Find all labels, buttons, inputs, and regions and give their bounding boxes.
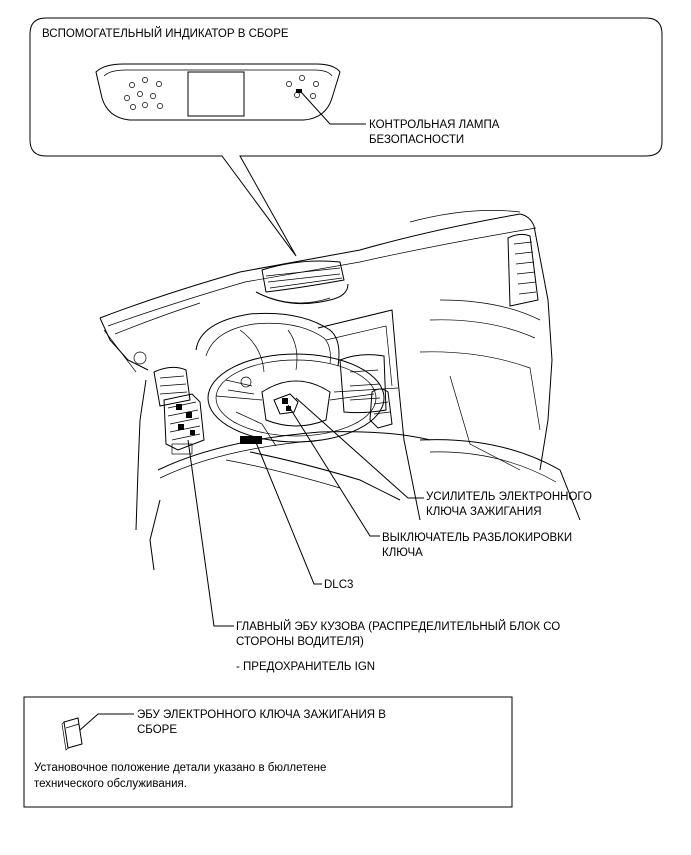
main-body-ecu-on-dash <box>163 393 205 455</box>
dlc3-leader <box>254 439 322 585</box>
unlock-switch-label-line2: КЛЮЧА <box>382 547 423 559</box>
lamp-label-line2: БЕЗОПАСНОСТИ <box>369 134 464 146</box>
display-screen <box>187 71 245 117</box>
leader-lines <box>187 397 424 627</box>
ecu-label-line2: СБОРЕ <box>137 724 177 736</box>
ignition-switch-parts <box>273 393 299 415</box>
dlc3-label: DLC3 <box>324 579 353 591</box>
auxiliary-indicator-panel <box>95 63 341 121</box>
left-button-cluster <box>124 77 163 110</box>
amplifier-label-line1: УСИЛИТЕЛЬ ЭЛЕКТРОННОГО <box>426 491 592 503</box>
main-body-ecu-leader <box>187 439 234 627</box>
unlock-switch-leader <box>287 404 380 537</box>
auxiliary-indicator-on-dash <box>255 260 349 305</box>
auxiliary-indicator-callout: ВСПОМОГАТЕЛЬНЫЙ ИНДИКАТОР В СБОРЕ КОНТРО… <box>29 17 663 257</box>
main-body-ecu-label-line2: СТОРОНЫ ВОДИТЕЛЯ) <box>236 636 364 648</box>
amplifier-leader <box>295 397 424 499</box>
part-labels: УСИЛИТЕЛЬ ЭЛЕКТРОННОГО КЛЮЧА ЗАЖИГАНИЯ В… <box>236 491 592 673</box>
dlc3-connector-on-dash <box>240 436 262 444</box>
ecu-note-box: ЭБУ ЭЛЕКТРОННОГО КЛЮЧА ЗАЖИГАНИЯ В СБОРЕ… <box>23 696 513 808</box>
main-body-ecu-label-line1: ГЛАВНЫЙ ЭБУ КУЗОВА (РАСПРЕДЕЛИТЕЛЬНЫЙ БЛ… <box>236 620 560 633</box>
note-text-line2: технического обслуживания. <box>34 778 187 790</box>
amplifier-label-line2: КЛЮЧА ЗАЖИГАНИЯ <box>426 506 542 518</box>
ecu-leader <box>79 713 134 731</box>
security-indicator-lamp <box>296 89 302 93</box>
smart-key-ecu-icon <box>61 717 83 751</box>
unlock-switch-label-line1: ВЫКЛЮЧАТЕЛЬ РАЗБЛОКИРОВКИ <box>382 532 572 544</box>
right-button-cluster <box>286 75 319 99</box>
callout-title: ВСПОМОГАТЕЛЬНЫЙ ИНДИКАТОР В СБОРЕ <box>42 27 289 40</box>
ecu-label-line1: ЭБУ ЭЛЕКТРОННОГО КЛЮЧА ЗАЖИГАНИЯ В <box>137 709 386 721</box>
note-box-frame <box>23 696 513 808</box>
callout-box-frame <box>29 17 663 257</box>
note-text-line1: Установочное положение детали указано в … <box>34 762 326 774</box>
dashboard-illustration <box>99 210 581 571</box>
fuse-label: - ПРЕДОХРАНИТЕЛЬ IGN <box>236 661 375 673</box>
lamp-leader-line <box>300 91 366 125</box>
lamp-label-line1: КОНТРОЛЬНАЯ ЛАМПА <box>369 119 500 131</box>
